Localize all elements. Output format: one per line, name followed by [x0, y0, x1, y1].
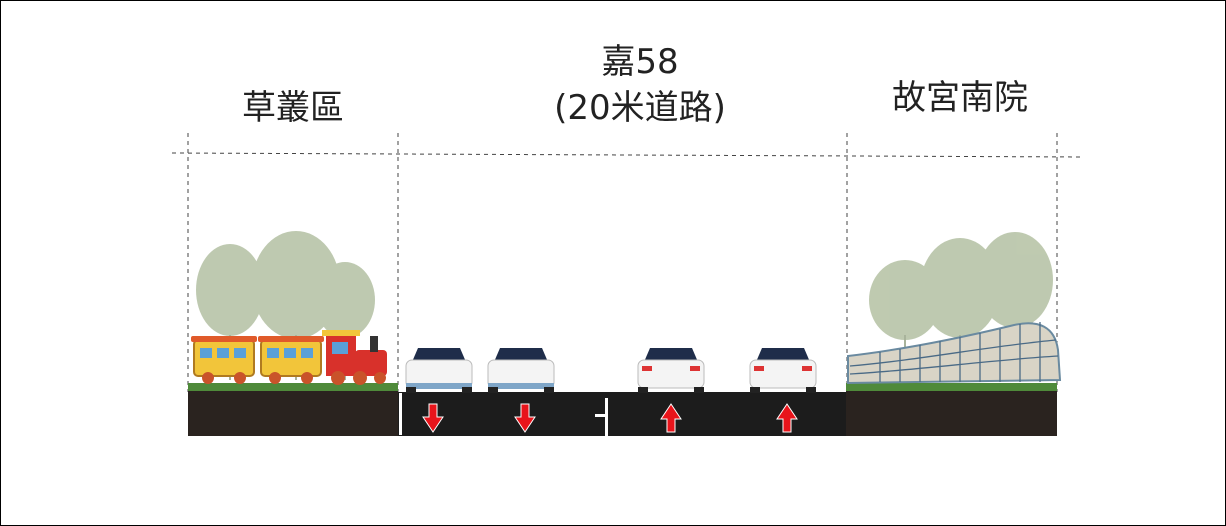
vehicle-1	[405, 348, 473, 393]
lane-arrows	[422, 403, 798, 433]
museum-facade	[847, 322, 1062, 385]
vehicle-3	[637, 348, 705, 393]
left-ground-block	[188, 390, 398, 436]
toy-train	[191, 330, 387, 385]
horizontal-guide-line	[171, 152, 1084, 158]
left-zone-label: 草叢區	[242, 88, 344, 128]
left-grass-strip	[188, 383, 398, 391]
lane-arrow-down-icon	[514, 403, 536, 433]
vehicle-4	[749, 348, 817, 393]
right-trees	[869, 232, 1053, 380]
road-surface	[398, 392, 846, 436]
right-grass-strip	[846, 383, 1057, 391]
guide-lines	[171, 133, 1084, 392]
right-ground-block	[846, 390, 1057, 436]
vehicle-2	[487, 348, 555, 393]
lane-arrow-up-icon	[776, 403, 798, 433]
center-lane-marking-tick	[595, 414, 608, 417]
lane-arrow-up-icon	[660, 403, 682, 433]
center-zone-label-line2: (20米道路)	[554, 88, 726, 128]
center-zone-label-line1: 嘉58	[601, 42, 679, 82]
road-edge-left-marking	[399, 393, 402, 435]
right-zone-label: 故宮南院	[892, 78, 1028, 118]
lane-arrow-down-icon	[422, 403, 444, 433]
